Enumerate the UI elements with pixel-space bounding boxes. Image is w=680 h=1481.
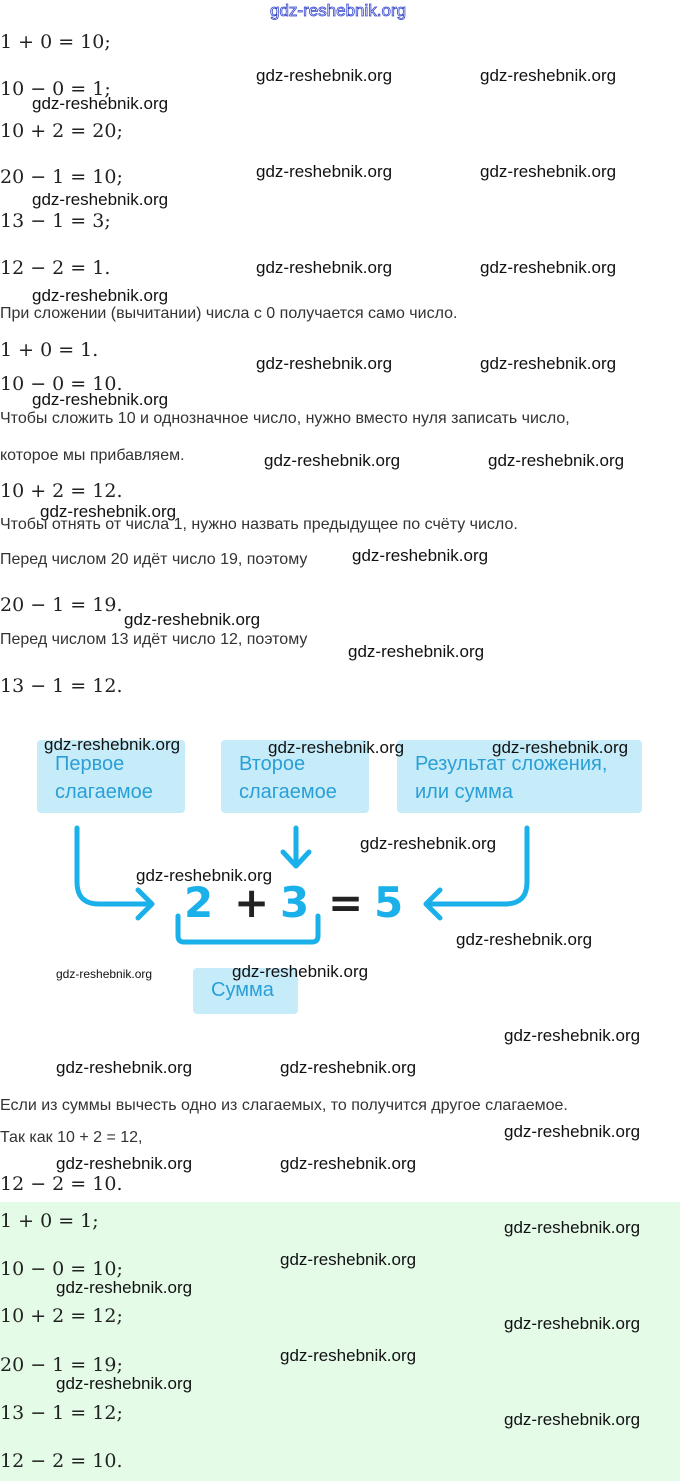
watermark: gdz-reshebnik.org [504,1026,641,1045]
task-line: 20 − 1 = 10; [0,166,123,188]
watermark: gdz-reshebnik.org [352,546,489,565]
equals-sign: = [328,878,364,927]
watermark: gdz-reshebnik.org [280,1250,417,1269]
one-rule: Чтобы отнять от числа 1, нужно назвать п… [0,516,518,533]
arrow-result-icon [423,825,530,921]
answer-block [0,1202,680,1481]
label-line: Второе [239,753,306,775]
subtraction-rule: Если из суммы вычесть одно из слагаемых,… [0,1097,568,1114]
watermark: gdz-reshebnik.org [56,967,153,981]
zero-rule: При сложении (вычитании) числа с 0 получ… [0,305,458,322]
watermark: gdz-reshebnik.org [56,1374,193,1393]
answer-line: 10 + 2 = 12; [0,1305,123,1327]
watermark: gdz-reshebnik.org [56,1278,193,1297]
watermark: gdz-reshebnik.org [348,642,485,661]
watermark: gdz-reshebnik.org [360,834,497,853]
watermark: gdz-reshebnik.org [480,258,617,277]
label-line: слагаемое [55,781,153,803]
answer-line: 12 − 2 = 10. [0,1450,123,1472]
watermark: gdz-reshebnik.org [32,190,169,209]
watermark: gdz-reshebnik.org [256,258,393,277]
watermark: gdz-reshebnik.org [40,502,177,521]
zero-example: 1 + 0 = 1. [0,339,99,361]
subtraction-example: 12 − 2 = 10. [0,1173,123,1195]
sum-label: Сумма [193,968,298,1014]
watermark: gdz-reshebnik.org [492,738,629,757]
task-line: 12 − 2 = 1. [0,257,111,279]
addend-b: 3 [280,878,310,927]
watermark: gdz-reshebnik.org [456,930,593,949]
watermark: gdz-reshebnik.org [264,451,401,470]
watermark: gdz-reshebnik.org [136,866,273,885]
arrow-first-icon [74,825,155,921]
watermark: gdz-reshebnik.org [256,354,393,373]
second-addend-label: Второе слагаемое [221,740,369,813]
addend-a: 2 [184,878,214,927]
sum-bracket-icon [175,913,321,945]
ten-rule-cont: которое мы прибавляем. [0,447,185,464]
watermark: gdz-reshebnik.org [232,962,369,981]
watermark: gdz-reshebnik.org [480,66,617,85]
before-13: Перед числом 13 идёт число 12, поэтому [0,631,308,648]
watermark: gdz-reshebnik.org [44,735,181,754]
task-line: 1 + 0 = 10; [0,31,111,53]
task-line: 10 − 0 = 1; [0,78,111,100]
label-line: или сумма [415,781,513,803]
first-addend-label: Первое слагаемое [37,740,185,813]
diagram-arrows [74,825,530,945]
zero-example: 10 − 0 = 10. [0,373,123,395]
task-line: 10 + 2 = 20; [0,120,123,142]
plus-sign: + [234,878,270,927]
watermark: gdz-reshebnik.org [504,1314,641,1333]
label-line: Результат сложения, [415,753,608,775]
watermark: gdz-reshebnik.org [488,451,625,470]
answer-line: 20 − 1 = 19; [0,1354,123,1376]
sum-value: 5 [374,878,404,927]
watermark: gdz-reshebnik.org [256,162,393,181]
watermark: gdz-reshebnik.org [32,286,169,305]
watermark: gdz-reshebnik.org [32,94,169,113]
watermark: gdz-reshebnik.org [56,1058,193,1077]
watermark-top: gdz-reshebnik.org [270,1,407,21]
watermark: gdz-reshebnik.org [268,738,405,757]
arrow-second-icon [280,825,312,869]
label-line: слагаемое [239,781,337,803]
answer-line: 13 − 1 = 12; [0,1402,123,1424]
watermark: gdz-reshebnik.org [504,1218,641,1237]
watermark: gdz-reshebnik.org [480,162,617,181]
watermark: gdz-reshebnik.org [280,1154,417,1173]
label-line: Первое [55,753,125,775]
watermark: gdz-reshebnik.org [124,610,261,629]
task-line: 13 − 1 = 3; [0,210,111,232]
watermark: gdz-reshebnik.org [504,1410,641,1429]
watermark: gdz-reshebnik.org [32,390,169,409]
answer-line: 1 + 0 = 1; [0,1210,99,1232]
before-20: Перед числом 20 идёт число 19, поэтому [0,551,308,568]
ten-rule: Чтобы сложить 10 и однозначное число, ну… [0,410,570,427]
ten-example: 10 + 2 = 12. [0,480,123,502]
answer-line: 10 − 0 = 10; [0,1258,123,1280]
watermark: gdz-reshebnik.org [480,354,617,373]
example-20: 20 − 1 = 19. [0,594,123,616]
watermark: gdz-reshebnik.org [56,1154,193,1173]
watermark: gdz-reshebnik.org [280,1058,417,1077]
watermark: gdz-reshebnik.org [280,1346,417,1365]
watermark: gdz-reshebnik.org [504,1122,641,1141]
example-13: 13 − 1 = 12. [0,675,123,697]
since-line: Так как 10 + 2 = 12, [0,1129,143,1146]
watermark: gdz-reshebnik.org [256,66,393,85]
sum-result-label: Результат сложения, или сумма [397,740,642,813]
